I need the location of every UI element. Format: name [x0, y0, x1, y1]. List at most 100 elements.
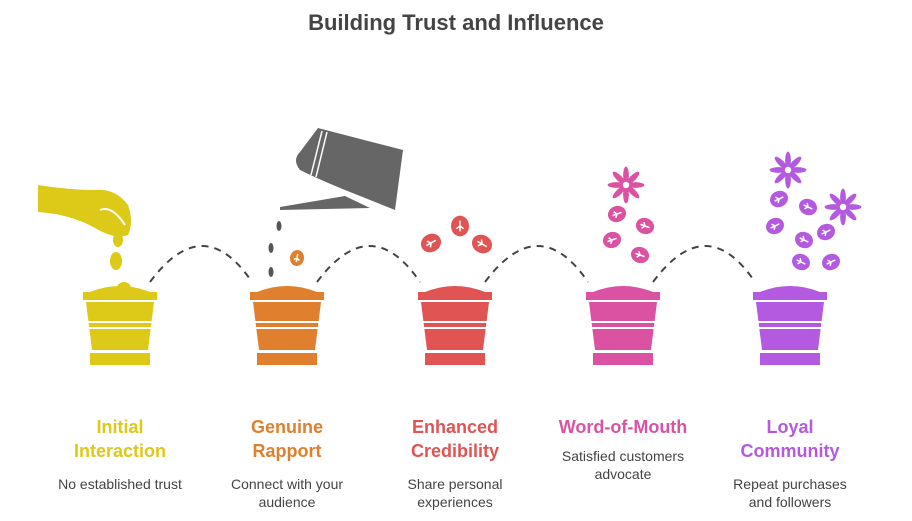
pot-rim	[418, 292, 492, 300]
flower-icon	[769, 151, 807, 189]
pot-rim	[753, 292, 827, 300]
petal	[843, 193, 857, 207]
soil	[760, 286, 820, 292]
pot-base	[90, 353, 150, 365]
water-drop	[276, 221, 282, 231]
petal	[769, 167, 788, 173]
hand-dropping-seeds-icon	[38, 185, 131, 294]
flower-icon	[824, 188, 862, 226]
pot-base	[425, 353, 485, 365]
leaf-vein	[640, 221, 650, 229]
water-drop	[268, 267, 274, 277]
leaf-icon	[795, 231, 813, 249]
flower-center	[784, 166, 792, 174]
leaf-icon	[799, 198, 817, 216]
petal	[840, 207, 846, 226]
dashed-arc-connector	[484, 245, 589, 283]
pot-4	[586, 286, 660, 365]
leaf-icon	[770, 190, 788, 208]
petal	[785, 170, 791, 189]
petal	[824, 204, 843, 210]
leaf-icon	[289, 249, 305, 267]
seed	[110, 252, 122, 270]
leaf-vein	[799, 235, 809, 243]
leaf-icon	[607, 205, 627, 223]
leaf-icon	[451, 215, 469, 237]
step-description: No established trust	[58, 476, 182, 492]
petal	[829, 193, 843, 207]
pot-stripe	[589, 327, 657, 329]
water-drop	[268, 243, 274, 253]
pot-rim	[250, 292, 324, 300]
leaf-vein	[826, 259, 836, 267]
petal	[623, 185, 629, 204]
pot-3	[418, 286, 492, 365]
leaf-vein	[607, 237, 617, 245]
pot-base	[760, 353, 820, 365]
pot-body	[756, 302, 824, 350]
dashed-arc-connector	[149, 245, 253, 283]
pot-5	[753, 286, 827, 365]
watering-can-icon	[268, 128, 403, 277]
petal	[626, 182, 645, 188]
dashed-arc-connector	[652, 245, 756, 283]
flower-center	[839, 203, 847, 211]
pot-stripe	[253, 321, 321, 323]
hand-shape	[38, 185, 131, 237]
can-stripe	[310, 130, 328, 178]
leaf-icon	[766, 217, 784, 235]
pot-stripe	[253, 327, 321, 329]
leaf-vein	[770, 223, 780, 231]
pot-base	[257, 353, 317, 365]
petal	[788, 156, 802, 170]
seed	[117, 282, 131, 294]
flower-icon	[607, 166, 645, 204]
leaf-icon	[420, 233, 442, 253]
leaf-icon	[471, 234, 493, 254]
petal	[607, 182, 626, 188]
leaf-icon	[792, 253, 810, 271]
pot-body	[86, 302, 154, 350]
petal	[843, 204, 862, 210]
leaf-vein	[455, 220, 465, 232]
pot-body	[253, 302, 321, 350]
soil	[593, 286, 653, 292]
soil	[425, 286, 485, 292]
finger-line	[99, 208, 126, 226]
leaf-vein	[635, 250, 645, 258]
pot-rim	[586, 292, 660, 300]
dashed-arc-connector	[316, 245, 421, 283]
leaf-icon	[817, 223, 835, 241]
pot-body	[421, 302, 489, 350]
pot-stripe	[86, 327, 154, 329]
diagram-title: Building Trust and Influence	[308, 10, 604, 35]
leaf-vein	[803, 202, 813, 210]
petal	[626, 171, 640, 185]
petal	[829, 207, 843, 221]
leaf-icon	[822, 253, 840, 271]
petal	[788, 170, 802, 184]
pot-stripe	[421, 327, 489, 329]
petal	[612, 185, 626, 199]
leaf-icon	[630, 246, 650, 264]
leaf-vein	[774, 196, 784, 204]
pot-stripe	[589, 321, 657, 323]
leaf-vein	[476, 239, 488, 248]
pot-body	[589, 302, 657, 350]
can-spout	[280, 196, 370, 210]
petal	[774, 156, 788, 170]
petal	[626, 185, 640, 199]
